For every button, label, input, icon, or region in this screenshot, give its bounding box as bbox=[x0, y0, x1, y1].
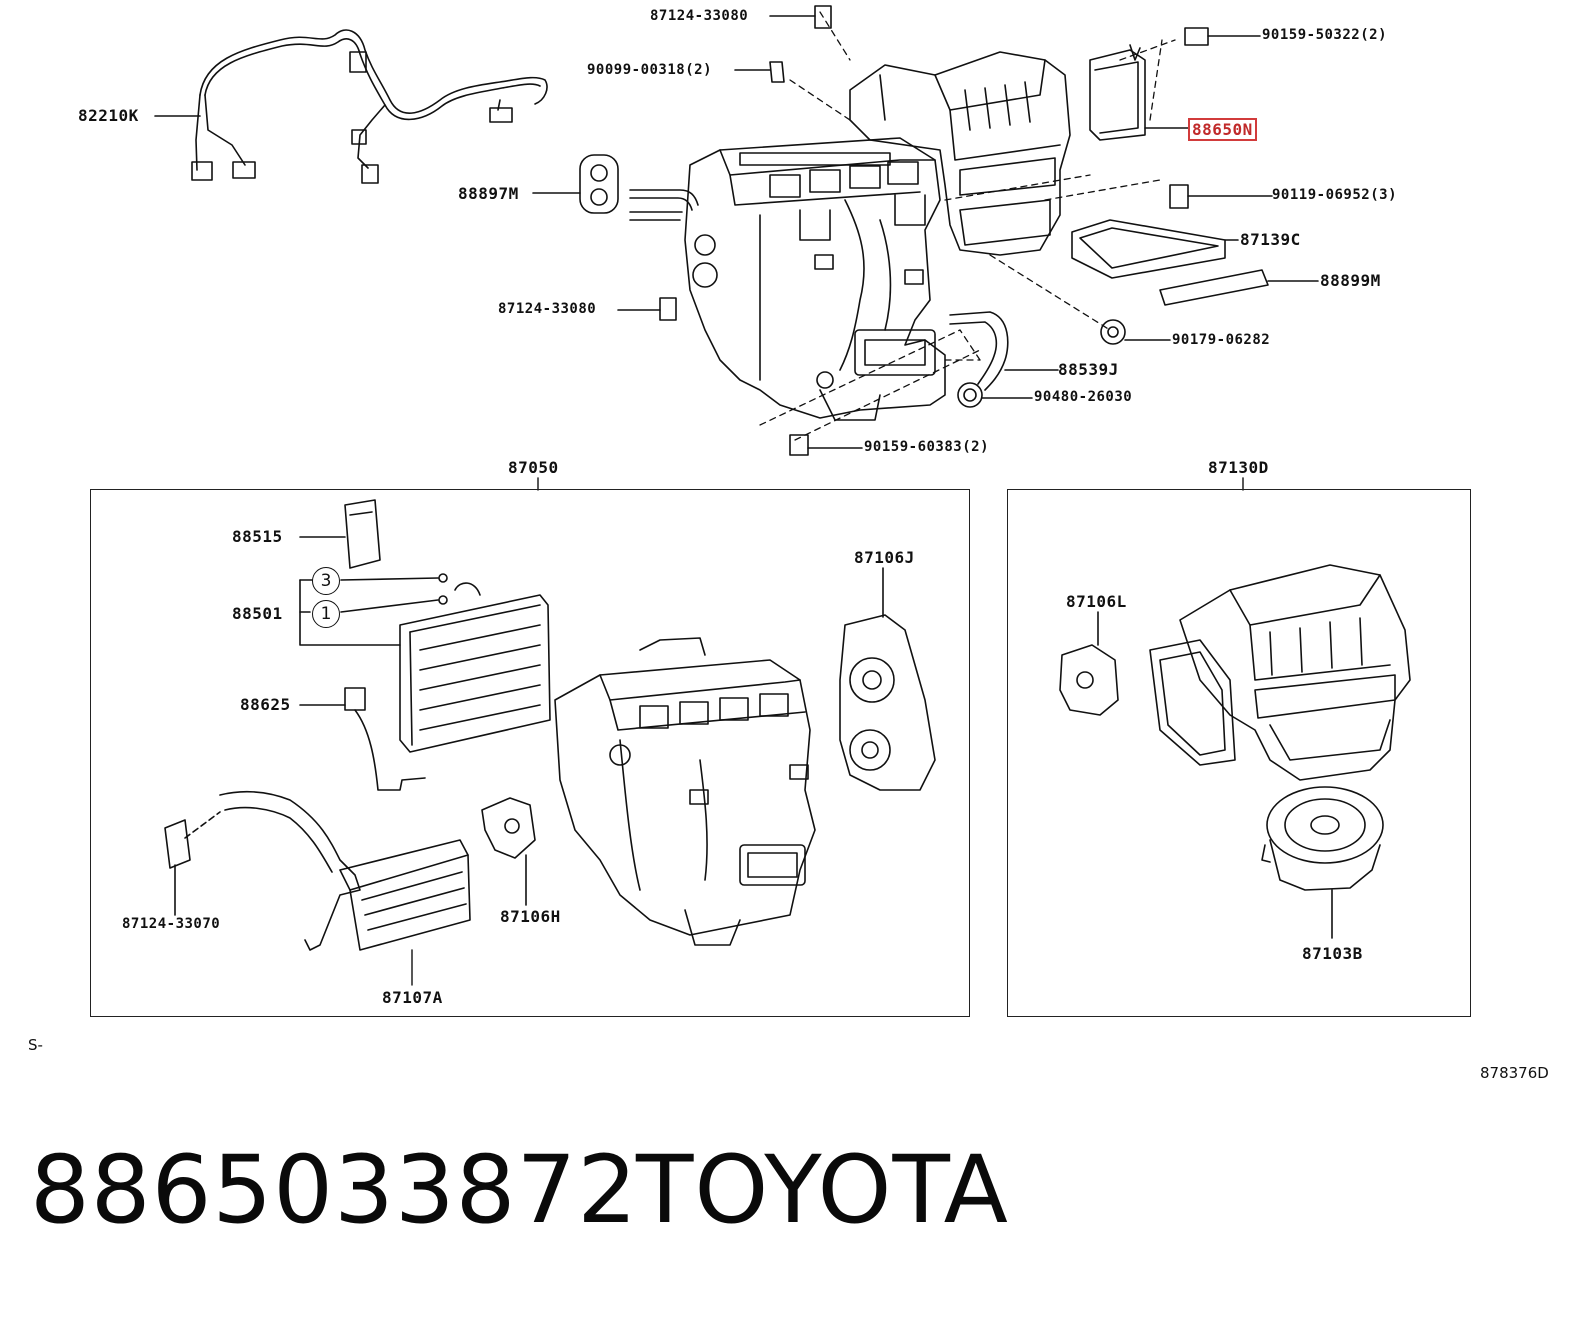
callout-90119-06952[interactable]: 90119-06952(3) bbox=[1272, 187, 1398, 203]
callout-87106J[interactable]: 87106J bbox=[854, 548, 915, 567]
callout-circle-1: 1 bbox=[312, 600, 340, 628]
callout-87106H[interactable]: 87106H bbox=[500, 907, 561, 926]
wire-harness-drawing bbox=[154, 29, 548, 184]
control-module-drawing bbox=[1089, 44, 1189, 141]
callout-87124-33080-mid[interactable]: 87124-33080 bbox=[498, 301, 597, 317]
callout-88501[interactable]: 88501 bbox=[232, 604, 283, 623]
callout-87103B[interactable]: 87103B bbox=[1302, 944, 1363, 963]
callout-88515[interactable]: 88515 bbox=[232, 527, 283, 546]
hvac-unit-drawing bbox=[629, 51, 1071, 421]
callout-circle-3: 3 bbox=[312, 567, 340, 595]
callout-88899M[interactable]: 88899M bbox=[1320, 271, 1381, 290]
group-frame-87050 bbox=[90, 489, 970, 1017]
callout-87107A[interactable]: 87107A bbox=[382, 988, 443, 1007]
diagram-reference: 878376D bbox=[1480, 1064, 1549, 1082]
callout-90179-06282[interactable]: 90179-06282 bbox=[1172, 332, 1271, 348]
group-title-87130D[interactable]: 87130D bbox=[1208, 458, 1269, 477]
callout-82210K[interactable]: 82210K bbox=[78, 106, 139, 125]
blower-assembly-drawing bbox=[1059, 564, 1411, 939]
callout-87124-33080-top[interactable]: 87124-33080 bbox=[650, 8, 749, 24]
part-number-caption: 8865033872 bbox=[30, 1136, 639, 1245]
group-title-87050[interactable]: 87050 bbox=[508, 458, 559, 477]
evaporator-assembly-drawing bbox=[164, 499, 936, 951]
fasteners-drawing bbox=[532, 5, 1319, 456]
callout-90159-50322[interactable]: 90159-50322(2) bbox=[1262, 27, 1388, 43]
callout-88539J[interactable]: 88539J bbox=[1058, 360, 1119, 379]
callout-88897M[interactable]: 88897M bbox=[458, 184, 519, 203]
callout-87106L[interactable]: 87106L bbox=[1066, 592, 1127, 611]
callout-87139C[interactable]: 87139C bbox=[1240, 230, 1301, 249]
dashed-guides bbox=[759, 11, 1176, 441]
callout-90159-60383[interactable]: 90159-60383(2) bbox=[864, 439, 990, 455]
callout-87124-33070[interactable]: 87124-33070 bbox=[122, 916, 221, 932]
callout-90099-00318[interactable]: 90099-00318(2) bbox=[587, 62, 713, 78]
callout-88625[interactable]: 88625 bbox=[240, 695, 291, 714]
page-mark: S- bbox=[28, 1036, 43, 1054]
leader-lines bbox=[411, 477, 1244, 986]
callout-90480-26030[interactable]: 90480-26030 bbox=[1034, 389, 1133, 405]
callout-88650N-highlighted[interactable]: 88650N bbox=[1188, 118, 1257, 141]
group-frame-87130D bbox=[1007, 489, 1471, 1017]
brand-caption: TOYOTA bbox=[636, 1136, 1009, 1245]
